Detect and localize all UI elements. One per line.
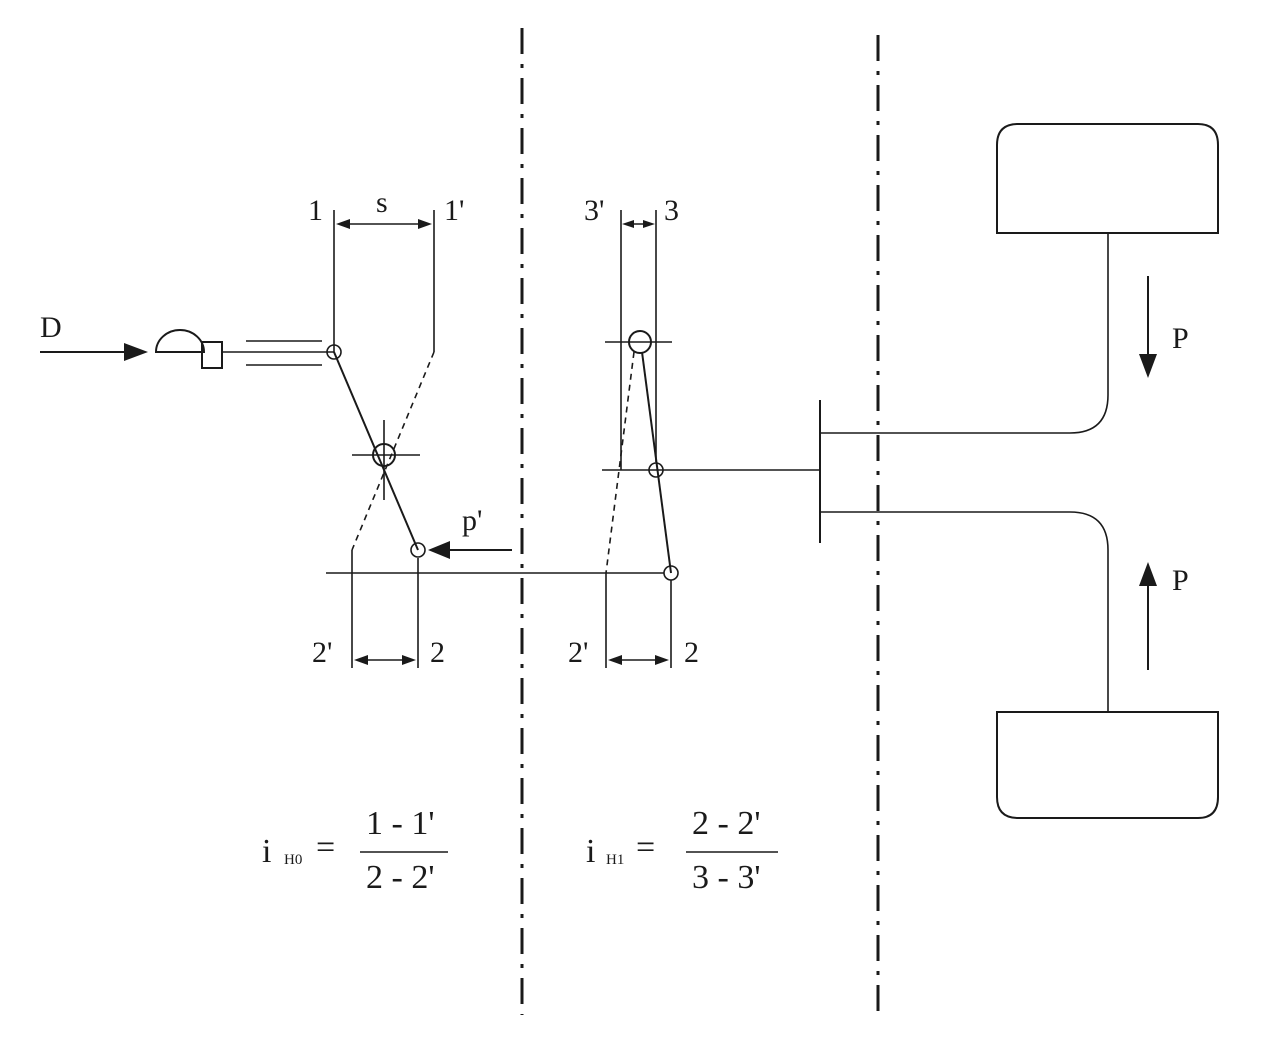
label-1: 1	[308, 194, 323, 227]
input-force-arrow	[40, 343, 148, 361]
lower-die	[996, 711, 1219, 819]
press-force-bottom-arrow	[1139, 562, 1157, 670]
formula-h0-subscript: H0	[284, 852, 302, 868]
formula-i-h0: i H0 = 1 - 1' 2 - 2'	[262, 805, 448, 896]
label-1-prime: 1'	[444, 194, 464, 227]
reaction-force-arrow	[428, 541, 512, 559]
formula-h0-numerator: 1 - 1'	[366, 805, 434, 842]
input-force-label: D	[40, 311, 62, 344]
formula-h0-symbol: i	[262, 833, 271, 870]
left-2-dimension	[354, 655, 416, 665]
relay-pivot-icon	[605, 330, 672, 354]
press-force-top-arrow	[1139, 276, 1157, 378]
right-2-dimension	[608, 655, 669, 665]
pivot-icon	[352, 420, 420, 500]
formula-h1-denominator: 3 - 3'	[692, 859, 760, 896]
label-3: 3	[664, 194, 679, 227]
dimension-3-prime-3	[622, 220, 655, 228]
label-right-2-prime: 2'	[568, 636, 588, 669]
formula-h1-equals: =	[636, 829, 655, 866]
joint-2-icon	[410, 542, 426, 558]
press-force-bottom-label: P	[1172, 564, 1189, 597]
label-right-2: 2	[684, 636, 699, 669]
lever-left-displaced	[351, 351, 435, 551]
reaction-force-label: p'	[462, 504, 482, 537]
upper-ram	[820, 233, 1109, 434]
formula-h1-numerator: 2 - 2'	[692, 805, 760, 842]
formula-h1-subscript: H1	[606, 852, 624, 868]
label-left-2-prime: 2'	[312, 636, 332, 669]
label-left-2: 2	[430, 636, 445, 669]
upper-die	[996, 123, 1219, 234]
joint-3-icon	[648, 462, 664, 478]
valve-head-icon	[154, 329, 334, 369]
stroke-dimension	[336, 219, 432, 229]
press-force-top-label: P	[1172, 322, 1189, 355]
formula-h0-equals: =	[316, 829, 335, 866]
lever-left	[333, 351, 419, 551]
label-stroke: s	[376, 186, 388, 219]
formula-h1-symbol: i	[586, 833, 595, 870]
joint-1-icon	[326, 344, 342, 360]
relay-lever-displaced	[605, 351, 635, 574]
label-3-prime: 3'	[584, 194, 604, 227]
formula-h0-denominator: 2 - 2'	[366, 859, 434, 896]
formula-i-h1: i H1 = 2 - 2' 3 - 3'	[586, 805, 778, 896]
lower-ram	[820, 511, 1109, 712]
